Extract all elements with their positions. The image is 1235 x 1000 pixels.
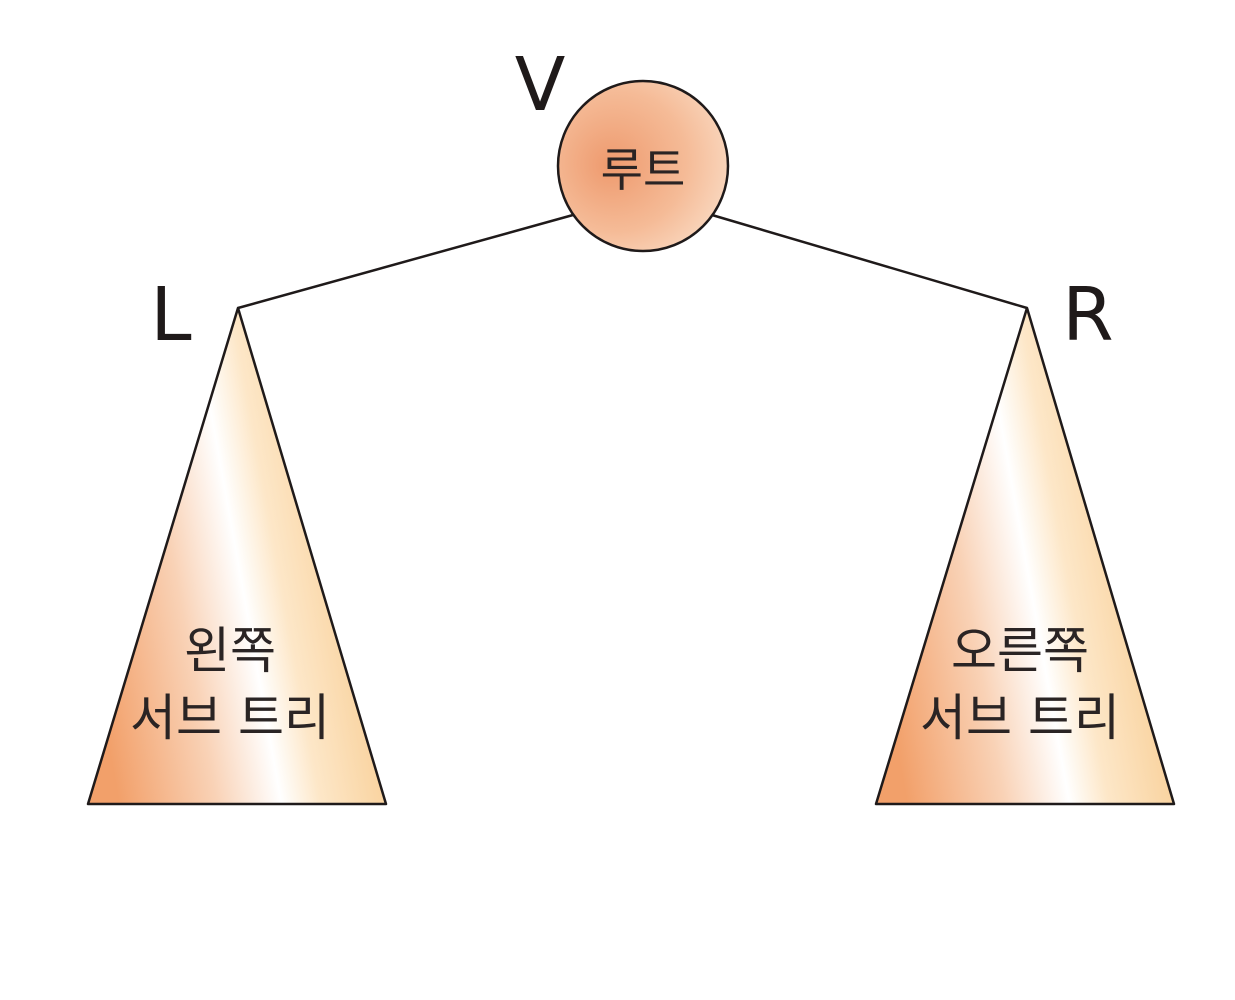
left-subtree-label-line1: 왼쪽 <box>184 622 276 680</box>
right-subtree-label-line2: 서브 트리 <box>920 689 1120 747</box>
left-subtree-label-line2: 서브 트리 <box>130 689 330 747</box>
left-letter: L <box>150 272 191 358</box>
root-label: 루트 <box>601 143 686 197</box>
right-subtree-label-line1: 오른쪽 <box>951 622 1089 680</box>
edge-root-right <box>711 213 1028 310</box>
root-letter: V <box>515 42 566 128</box>
right-subtree-triangle <box>874 306 1176 806</box>
left-subtree-triangle <box>86 306 388 806</box>
root-node <box>556 79 730 253</box>
right-letter: R <box>1062 272 1113 358</box>
edge-root-left <box>237 213 574 310</box>
